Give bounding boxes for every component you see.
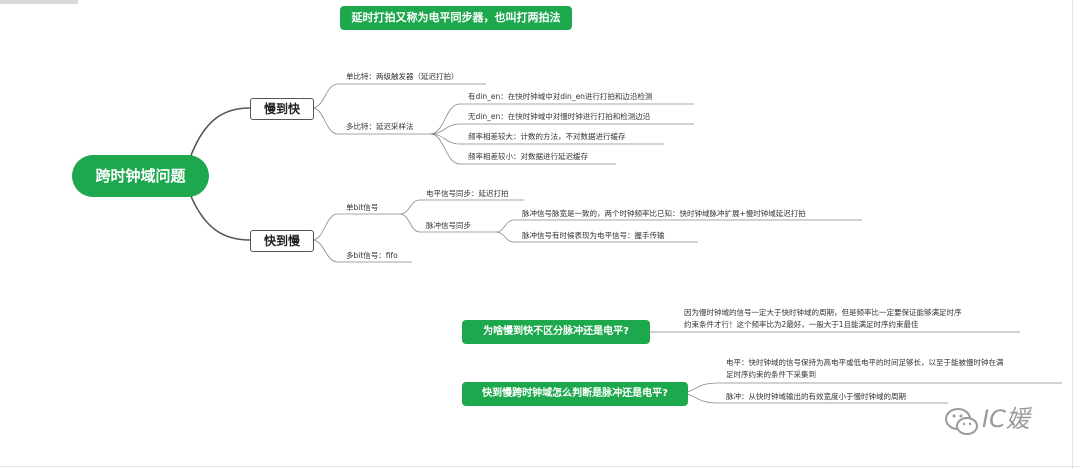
leaf-level-sync[interactable]: 电平信号同步：延迟打拍	[426, 189, 509, 198]
question-fast-to-slow[interactable]: 快到慢跨时钟域怎么判断是脉冲还是电平?	[462, 382, 688, 406]
connector-root-slow	[189, 107, 251, 159]
wechat-icon	[945, 408, 978, 435]
answer-level-line2: 足时序约束的条件下采集到	[726, 370, 816, 379]
branch-slow-to-fast[interactable]: 慢到快	[250, 98, 314, 120]
connector-fast-multi	[311, 239, 412, 263]
top-scroll-indicator	[0, 0, 78, 4]
root-node[interactable]: 跨时钟域问题	[72, 155, 209, 197]
connector-pulse-item1	[495, 219, 862, 233]
leaf-single-bit-slow[interactable]: 单比特：两级触发器（延迟打拍）	[346, 72, 459, 81]
answer-slow-to-fast-line1: 因为慢时钟域的信号一定大于快时钟域的周期，但是频率比一定要保证能够满足时序	[684, 308, 962, 317]
watermark: IC媛	[944, 400, 1054, 440]
connector-level-sync	[399, 199, 524, 215]
leaf-pulse-width-known[interactable]: 脉冲信号脉宽是一致的，两个时钟频率比已知：快时钟域脉冲扩展+慢时钟域延迟打拍	[522, 209, 806, 218]
branch-fast-to-slow[interactable]: 快到慢	[250, 230, 314, 252]
question-slow-to-fast[interactable]: 为啥慢到快不区分脉冲还是电平?	[462, 320, 650, 344]
bottom-edge-divider	[0, 466, 1080, 467]
answer-slow-to-fast-line2: 约束条件才行！这个频率比为2最好，一般大于1且能满足时序约束最佳	[684, 320, 919, 329]
connector-pulse-item2	[495, 231, 698, 243]
watermark-text: IC媛	[982, 405, 1030, 433]
connector-fast-single	[311, 213, 400, 241]
leaf-pulse-as-level[interactable]: 脉冲信号有时候表现为电平信号：握手传输	[522, 231, 665, 240]
right-edge-divider	[1072, 0, 1073, 469]
leaf-multi-bit-fifo[interactable]: 多bit信号：fifo	[346, 251, 398, 260]
leaf-din-en-absent[interactable]: 无din_en：在快时钟域中对慢时钟进行打拍和检测边沿	[468, 112, 651, 121]
leaf-large-freq-diff[interactable]: 频率相差较大：计数的方法，不对数据进行缓存	[468, 132, 626, 141]
leaf-multi-bit-slow[interactable]: 多比特：延迟采样法	[346, 122, 414, 131]
connector-root-fast	[189, 193, 251, 241]
connector-multi-item4	[429, 133, 616, 165]
connector-slow-single	[311, 83, 486, 109]
banner-note: 延时打拍又称为电平同步器，也叫打两拍法	[340, 6, 572, 30]
connector-multi-item3	[429, 133, 664, 145]
leaf-pulse-sync[interactable]: 脉冲信号同步	[426, 221, 471, 230]
connector-multi-item1	[429, 103, 694, 135]
leaf-small-freq-diff[interactable]: 频率相差较小：对数据进行延迟缓存	[468, 152, 588, 161]
answer-level-line1: 电平：快时钟域的信号保持为高电平或低电平的时间足够长，以至于能被慢时钟在满	[726, 358, 1004, 367]
answer-pulse: 脉冲：从快时钟域输出的有效宽度小于慢时钟域的周期	[726, 392, 906, 401]
leaf-din-en-present[interactable]: 有din_en：在快时钟域中对din_en进行打拍和边沿检测	[468, 92, 653, 101]
connector-pulse-sync	[399, 213, 496, 233]
connector-slow-multi	[311, 107, 430, 135]
leaf-single-bit-fast[interactable]: 单bit信号	[346, 203, 379, 212]
connector-multi-item2	[429, 123, 694, 135]
